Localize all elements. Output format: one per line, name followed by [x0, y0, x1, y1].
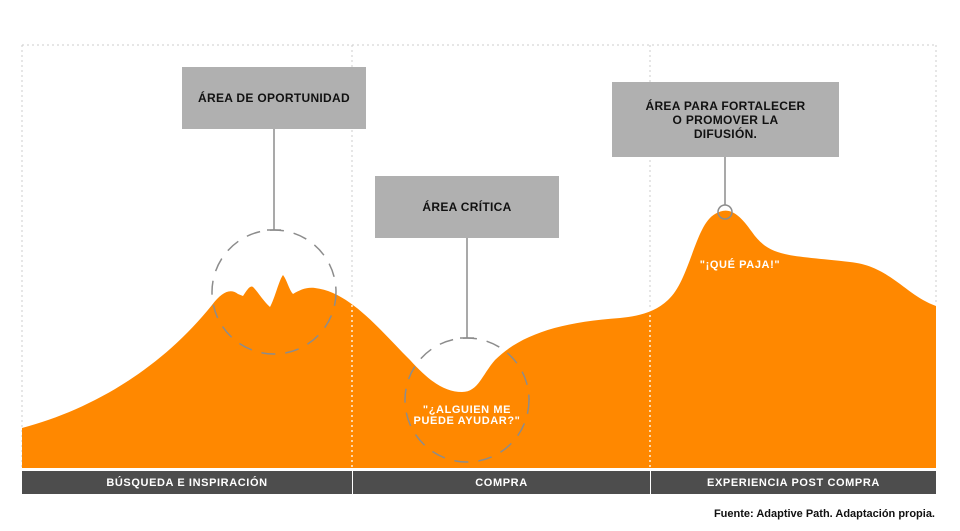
callout-opportunity: ÁREA DE OPORTUNIDAD [182, 67, 366, 129]
grid-lines [21, 44, 937, 468]
stage-post-purchase: EXPERIENCIA POST COMPRA [651, 471, 936, 494]
quote-help: "¿ALGUIEN ME PUEDE AYUDAR?" [413, 404, 521, 427]
callout-strengthen: ÁREA PARA FORTALECER O PROMOVER LA DIFUS… [612, 82, 839, 157]
experience-curve [22, 210, 936, 469]
strengthen-marker [717, 204, 733, 220]
critical-circle [404, 337, 530, 463]
quote-great: "¡QUÉ PAJA!" [699, 259, 781, 271]
callout-critical: ÁREA CRÍTICA [375, 176, 559, 238]
source-note: Fuente: Adaptive Path. Adaptación propia… [713, 508, 935, 520]
opportunity-circle [211, 229, 337, 355]
stage-search: BÚSQUEDA E INSPIRACIÓN [22, 471, 352, 494]
stage-purchase: COMPRA [353, 471, 650, 494]
